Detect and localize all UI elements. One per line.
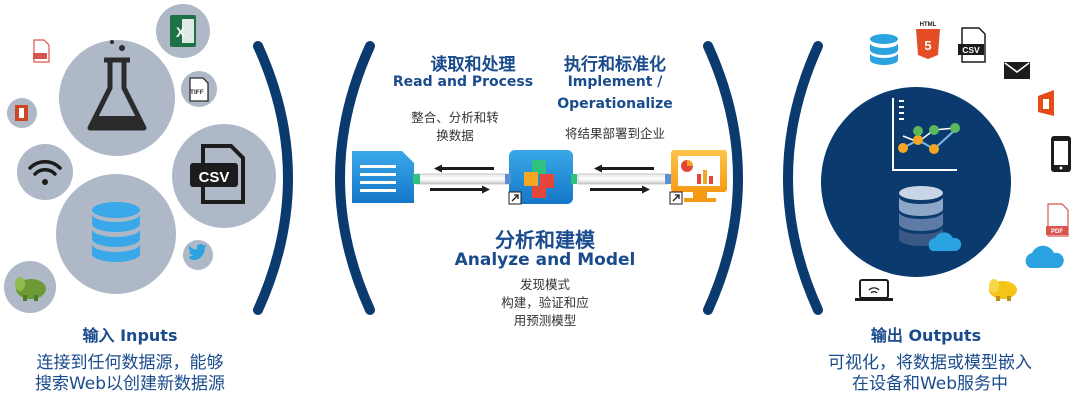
twitter-icon <box>183 240 213 270</box>
svg-text:5: 5 <box>924 38 931 53</box>
email-icon <box>1004 62 1030 79</box>
office-icon <box>1038 90 1054 116</box>
implement-desc: 将结果部署到企业 <box>564 126 665 141</box>
inputs-cluster: X TIFF CSV <box>4 4 276 313</box>
outputs-cluster: HTML 5 CSV PDF <box>821 22 1071 301</box>
flask-icon <box>59 40 175 156</box>
database-cloud-icon <box>899 186 962 251</box>
tiff-icon: TIFF <box>181 71 217 107</box>
outputs-title: 输出 Outputs <box>870 326 982 345</box>
pdf-label: PDF <box>1051 229 1063 235</box>
arrow-left-bottom <box>430 185 490 194</box>
read-desc-line1: 整合、分析和转 <box>411 110 499 125</box>
database-icon <box>56 174 176 294</box>
csv-icon: CSV <box>172 124 276 228</box>
laptop-icon <box>855 279 893 301</box>
implement-title-en-line1: Implement / <box>567 74 663 90</box>
html-label: HTML <box>920 22 937 28</box>
phone-icon <box>1051 136 1071 172</box>
cloud-icon <box>1025 245 1064 268</box>
outputs-caption-line1: 可视化，将数据或模型嵌入 <box>828 353 1032 373</box>
excel-label: X <box>176 24 186 40</box>
arrow-right-top <box>594 164 654 173</box>
arrow-left-top <box>434 164 494 173</box>
model-desc-line3: 用预测模型 <box>513 313 577 328</box>
implement-title-en-line2: Operationalize <box>557 96 673 112</box>
model-desc-line1: 发现模式 <box>519 277 570 292</box>
model-title-en: Analyze and Model <box>454 250 636 270</box>
pipe-right <box>577 173 669 185</box>
csv-file-label: CSV <box>962 45 980 55</box>
hadoop-icon <box>989 279 1017 301</box>
hadoop-icon <box>4 261 56 313</box>
read-title-en: Read and Process <box>392 74 534 90</box>
outputs-caption-line2: 在设备和Web服务中 <box>851 374 1009 394</box>
inputs-caption-line2: 搜索Web以创建新数据源 <box>34 374 226 394</box>
model-node-icon[interactable] <box>505 150 577 205</box>
pdf-icon <box>33 39 50 63</box>
pipe-left <box>415 173 511 185</box>
center-close-paren <box>703 41 743 315</box>
wifi-icon <box>17 144 73 200</box>
left-close-paren <box>253 41 293 315</box>
database-icon <box>870 34 898 65</box>
read-desc-line2: 换数据 <box>436 128 474 143</box>
arrow-right-bottom <box>590 185 650 194</box>
workflow <box>352 150 727 205</box>
tiff-label: TIFF <box>190 89 204 96</box>
pdf-icon: PDF <box>1046 203 1069 237</box>
model-title-cn: 分析和建模 <box>495 228 595 252</box>
csv-file-icon: CSV <box>958 27 986 63</box>
html5-icon: HTML 5 <box>916 22 940 59</box>
right-open-paren <box>783 41 823 315</box>
excel-icon: X <box>156 4 210 58</box>
outputs-circle <box>821 87 1011 277</box>
model-desc-line2: 构建，验证和应 <box>501 295 589 310</box>
line-chart-icon <box>892 98 960 171</box>
implement-title-cn: 执行和标准化 <box>564 55 666 75</box>
center-open-paren <box>335 41 375 315</box>
read-title-cn: 读取和处理 <box>430 55 516 75</box>
inputs-caption-line1: 连接到任何数据源，能够 <box>36 353 224 373</box>
csv-label: CSV <box>199 169 230 186</box>
inputs-title: 输入 Inputs <box>82 326 178 345</box>
output-node-icon[interactable] <box>665 150 727 205</box>
reader-node-icon[interactable] <box>352 151 420 203</box>
office-icon <box>7 98 37 128</box>
